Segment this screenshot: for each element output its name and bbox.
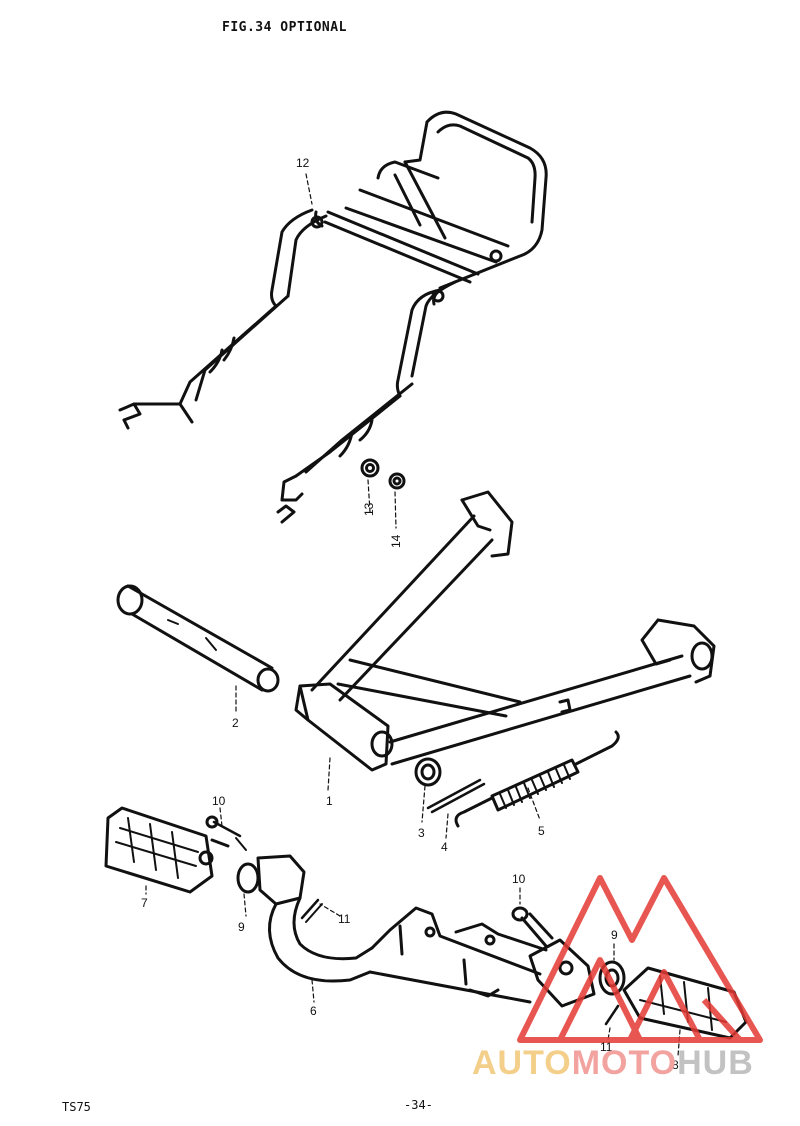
callout-8: 8 — [672, 1058, 679, 1072]
callout-14: 14 — [389, 534, 403, 548]
callout-13: 13 — [362, 502, 376, 516]
callout-9-right: 9 — [611, 928, 618, 942]
cotter-pin-right — [604, 1004, 620, 1026]
pin-4 — [426, 778, 486, 814]
rear-carrier-rack — [118, 110, 548, 524]
model-code: TS75 — [62, 1100, 91, 1114]
page-number: -34- — [404, 1098, 433, 1112]
footrest-spring-left — [236, 862, 260, 894]
leader-lines — [145, 173, 681, 1057]
footrest-bar — [256, 854, 596, 1008]
callout-9-left: 9 — [238, 920, 245, 934]
footrest-rubber-left — [104, 806, 230, 894]
callout-6: 6 — [310, 1004, 317, 1018]
callout-11-right: 11 — [600, 1040, 613, 1054]
washer-3 — [414, 757, 442, 787]
footrest-pin-right — [511, 906, 554, 948]
callout-10-right: 10 — [512, 872, 526, 886]
stand-spring — [454, 730, 620, 828]
callout-3: 3 — [418, 826, 425, 840]
washer-14 — [388, 472, 406, 490]
callout-2: 2 — [232, 716, 239, 730]
figure-title: FIG.34 OPTIONAL — [222, 20, 347, 35]
callout-4: 4 — [441, 840, 448, 854]
callout-7: 7 — [141, 896, 148, 910]
center-stand — [294, 490, 716, 772]
callout-12: 12 — [296, 156, 310, 170]
cotter-pin-left — [300, 898, 323, 923]
callout-5: 5 — [538, 824, 545, 838]
callout-1: 1 — [326, 794, 333, 808]
callout-11-left: 11 — [338, 912, 351, 926]
watermark-text: AUTOMOTOHUB — [472, 1044, 754, 1082]
footrest-pin-left — [205, 815, 247, 851]
stand-shaft-pipe — [116, 584, 280, 693]
callout-10-left: 10 — [212, 794, 226, 808]
watermark-logo-icon — [517, 875, 763, 1043]
nut-13 — [360, 458, 380, 478]
